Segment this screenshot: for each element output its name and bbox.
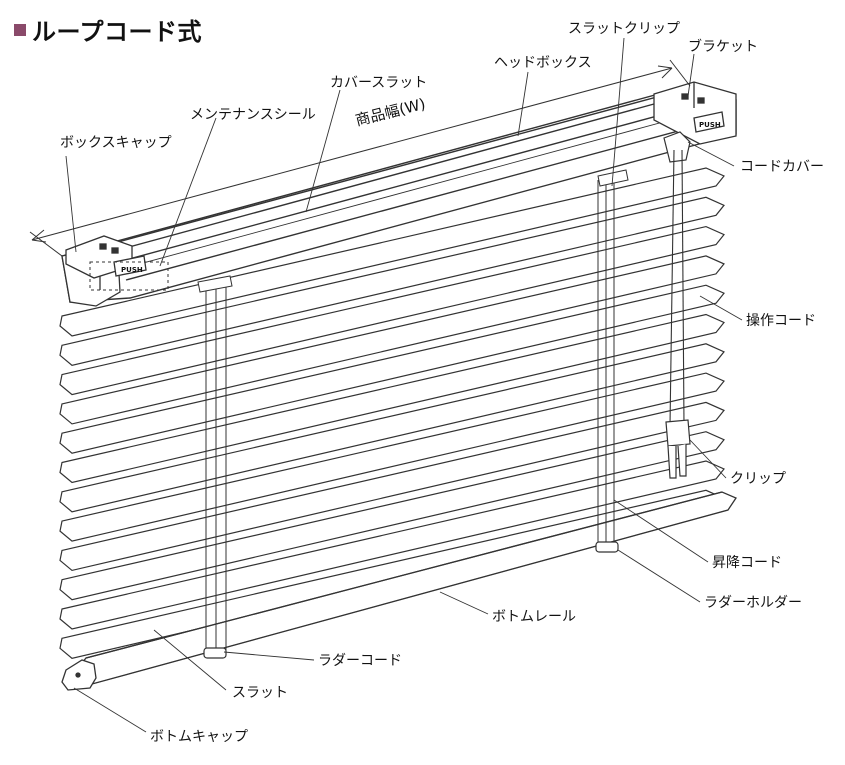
- push-label-left: PUSH: [121, 266, 143, 274]
- bracket-right: [653, 81, 737, 145]
- ladder-cord-left: [205, 280, 227, 654]
- label-head-box: ヘッドボックス: [494, 55, 592, 71]
- push-label-right: PUSH: [699, 121, 721, 129]
- maintenance-seal: [89, 261, 169, 291]
- label-cord-cover: コードカバー: [740, 159, 824, 175]
- label-ladder-cord: ラダーコード: [318, 653, 402, 669]
- label-slat: スラット: [232, 685, 288, 701]
- bracket-left: [65, 235, 147, 279]
- label-slat-clip: スラットクリップ: [568, 21, 680, 37]
- title-text: ループコード式: [32, 18, 203, 46]
- leader-lines: [65, 37, 743, 733]
- ladder-holder: [203, 541, 619, 659]
- label-clip: クリップ: [730, 471, 786, 487]
- diagram-title: ループコード式: [14, 12, 202, 47]
- label-bottom-rail: ボトムレール: [492, 609, 576, 625]
- width-dimension-line: [29, 59, 691, 257]
- operation-cord: [669, 149, 685, 427]
- cord-clip: [665, 419, 691, 479]
- label-maintenance-seal: メンテナンスシール: [190, 107, 316, 123]
- bottom-cap: [61, 659, 97, 691]
- title-square-icon: [14, 23, 26, 36]
- label-cover-slat: カバースラット: [330, 75, 428, 91]
- cord-cover: [663, 131, 691, 163]
- label-box-cap: ボックスキャップ: [60, 135, 172, 151]
- ladder-cord-right: [597, 176, 615, 546]
- label-ladder-holder: ラダーホルダー: [704, 595, 802, 611]
- label-bracket: ブラケット: [688, 39, 758, 55]
- label-bottom-cap: ボトムキャップ: [150, 729, 248, 745]
- head-box: [61, 91, 737, 303]
- label-lift-cord: 昇降コード: [712, 555, 782, 571]
- label-operation-cord: 操作コード: [746, 313, 816, 329]
